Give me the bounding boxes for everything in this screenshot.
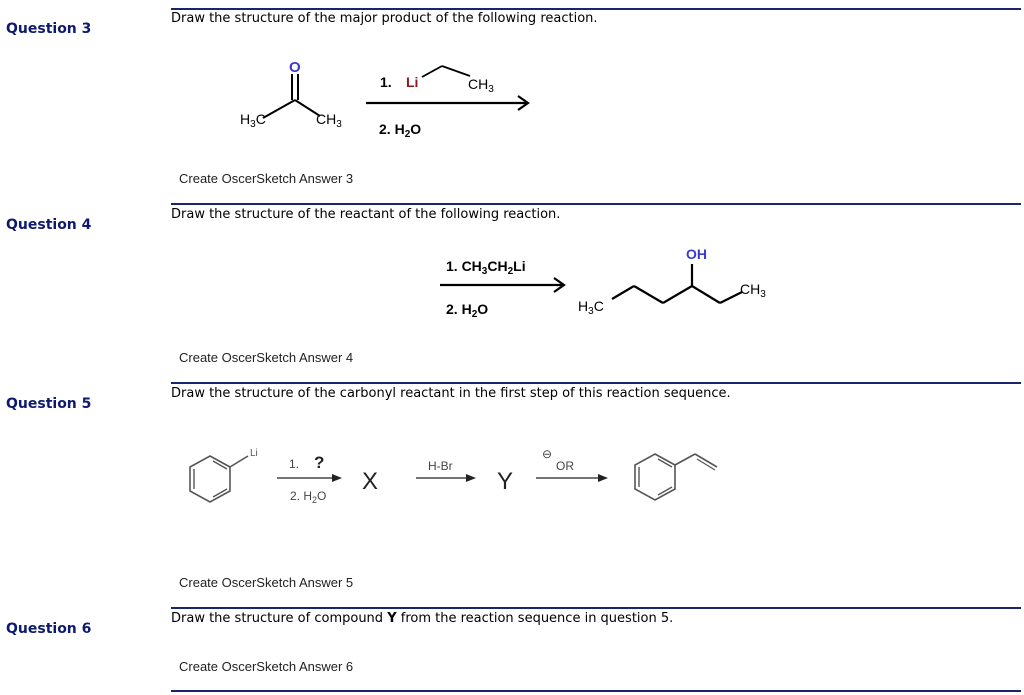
divider [171, 607, 1021, 609]
question-3-prompt: Draw the structure of the major product … [171, 11, 598, 26]
svg-text:CH3: CH3 [468, 76, 494, 95]
svg-text:Li: Li [250, 448, 258, 459]
question-4-label: Question 4 [6, 217, 92, 233]
hydroxyl-group: OH [686, 246, 707, 262]
question-6-prompt: Draw the structure of compound Y from th… [171, 611, 674, 626]
create-answer-6-link[interactable]: Create OscerSketch Answer 6 [179, 659, 354, 674]
svg-text:2. H2O: 2. H2O [290, 489, 326, 505]
divider [171, 8, 1021, 10]
question-6-label: Question 6 [6, 621, 92, 637]
compound-y-ref: Y [387, 611, 397, 626]
question-4-reaction-scheme: 1. CH3CH2Li 2. H2O H3C OH CH3 [440, 246, 766, 320]
question-5-prompt: Draw the structure of the carbonyl react… [171, 386, 731, 401]
svg-text:1. CH3CH2Li: 1. CH3CH2Li [446, 258, 526, 277]
unknown-reagent: ? [314, 453, 324, 472]
svg-text:H-Br: H-Br [428, 459, 453, 473]
svg-text:2. H2O: 2. H2O [446, 301, 488, 320]
step2-water: 2. H2O [379, 121, 421, 140]
svg-text:1.: 1. [380, 74, 392, 90]
create-answer-4-link[interactable]: Create OscerSketch Answer 4 [179, 350, 354, 365]
create-answer-3-link[interactable]: Create OscerSketch Answer 3 [179, 171, 354, 186]
svg-text:OR: OR [556, 459, 574, 473]
question-3-reaction-scheme: O H3C CH3 1. Li CH3 2. H2O [240, 59, 530, 140]
divider [171, 690, 1021, 692]
methyl-left: H3C [240, 111, 266, 130]
create-answer-5-link[interactable]: Create OscerSketch Answer 5 [179, 575, 354, 590]
divider [171, 382, 1021, 384]
compound-x: X [362, 468, 378, 495]
svg-text:1.: 1. [289, 457, 299, 471]
svg-text:⊖: ⊖ [542, 447, 552, 461]
question-3-label: Question 3 [6, 21, 92, 37]
oxygen-atom: O [289, 59, 301, 76]
compound-y: Y [497, 468, 513, 495]
methyl-right: CH3 [316, 111, 342, 130]
svg-text:CH3: CH3 [740, 281, 766, 300]
question-4-prompt: Draw the structure of the reactant of th… [171, 207, 561, 222]
divider [171, 203, 1021, 205]
question-5-reaction-scheme: Li 1. ? 2. H2O X H-Br Y ⊖ OR [189, 447, 718, 505]
question-5-label: Question 5 [6, 396, 92, 412]
svg-text:H3C: H3C [578, 298, 604, 317]
lithium-atom: Li [406, 74, 418, 90]
